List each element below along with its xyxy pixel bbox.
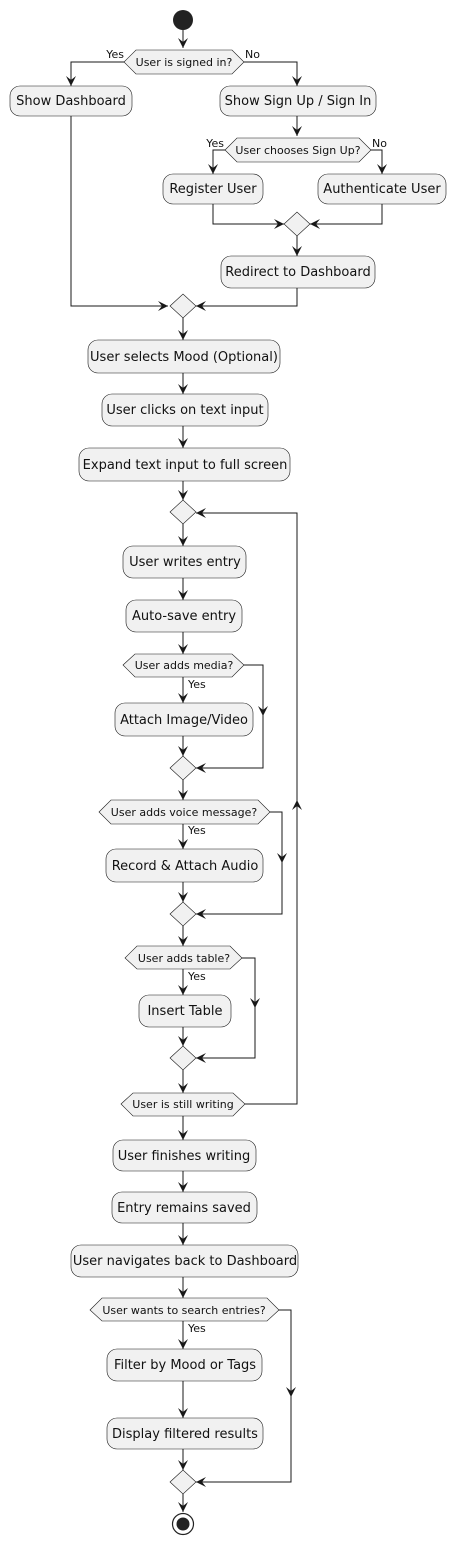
loop-start-diamond (169, 499, 197, 525)
svg-text:Redirect to Dashboard: Redirect to Dashboard (225, 265, 370, 280)
signed-in-yes-label: Yes (105, 48, 124, 61)
activity-filter: Filter by Mood or Tags (106, 1348, 263, 1382)
activity-select-mood: User selects Mood (Optional) (87, 339, 281, 374)
signup-no-label: No (372, 137, 387, 150)
activity-navigates-back: User navigates back to Dashboard (70, 1244, 299, 1278)
decision-signed-in: User is signed in? (123, 49, 245, 75)
decision-still-writing: User is still writing (120, 1092, 246, 1117)
activity-writes-entry: User writes entry (122, 545, 247, 579)
decision-adds-table: User adds table? (124, 945, 243, 970)
activity-register: Register User (162, 173, 264, 205)
decision-adds-table-label: User adds table? (138, 952, 230, 965)
voice-yes-label: Yes (187, 824, 206, 837)
decision-signed-in-label: User is signed in? (136, 56, 233, 69)
signup-yes-label: Yes (205, 137, 224, 150)
search-yes-label: Yes (187, 1322, 206, 1335)
svg-text:Attach Image/Video: Attach Image/Video (120, 713, 248, 728)
branch-labels: Yes No Yes No Yes Yes Yes Yes (105, 48, 387, 1335)
decision-chooses-signup-label: User chooses Sign Up? (235, 144, 360, 157)
svg-text:Auto-save entry: Auto-save entry (132, 609, 236, 624)
decision-chooses-signup: User chooses Sign Up? (224, 137, 372, 163)
activity-click-input: User clicks on text input (101, 393, 269, 427)
start-node (173, 10, 193, 30)
activity-redirect: Redirect to Dashboard (220, 255, 376, 289)
activity-remains-saved: Entry remains saved (111, 1191, 258, 1224)
signed-in-no-label: No (245, 48, 260, 61)
table-yes-label: Yes (187, 970, 206, 983)
merge-signup-diamond (283, 211, 311, 237)
svg-text:User selects Mood (Optional): User selects Mood (Optional) (90, 350, 278, 365)
svg-text:User finishes writing: User finishes writing (118, 1149, 251, 1164)
decision-adds-media: User adds media? (122, 653, 245, 678)
svg-text:Display filtered results: Display filtered results (112, 1427, 258, 1442)
media-yes-label: Yes (187, 678, 206, 691)
merge-signin-diamond (169, 293, 197, 319)
activity-expand-input: Expand text input to full screen (78, 447, 291, 482)
activity-display-results: Display filtered results (106, 1417, 264, 1450)
svg-text:Expand text input to full scre: Expand text input to full screen (83, 458, 288, 473)
edges (70, 30, 383, 1512)
activity-authenticate: Authenticate User (317, 173, 447, 205)
activity-insert-table: Insert Table (138, 994, 232, 1028)
decision-adds-voice: User adds voice message? (98, 799, 271, 825)
activity-autosave: Auto-save entry (125, 599, 243, 633)
merge-table-diamond (169, 1045, 197, 1071)
arrowheads (66, 38, 387, 1512)
svg-text:Filter by Mood or Tags: Filter by Mood or Tags (114, 1358, 256, 1373)
activity-attach-media: Attach Image/Video (114, 702, 254, 737)
svg-text:User writes entry: User writes entry (129, 555, 241, 570)
merge-voice-diamond (169, 901, 197, 927)
end-node (171, 1512, 195, 1536)
decision-adds-voice-label: User adds voice message? (111, 806, 258, 819)
svg-text:Show Dashboard: Show Dashboard (16, 94, 126, 109)
svg-text:User clicks on text input: User clicks on text input (106, 403, 263, 418)
decision-still-writing-label: User is still writing (132, 1098, 233, 1111)
merge-search-diamond (169, 1469, 197, 1495)
svg-text:Record & Attach Audio: Record & Attach Audio (112, 859, 259, 874)
merge-diamonds (169, 211, 311, 1495)
svg-text:Show Sign Up / Sign In: Show Sign Up / Sign In (225, 94, 372, 109)
svg-text:Entry remains saved: Entry remains saved (117, 1201, 251, 1216)
activity-show-dashboard: Show Dashboard (9, 85, 133, 117)
activity-record-audio: Record & Attach Audio (105, 848, 264, 883)
decision-wants-search: User wants to search entries? (89, 1297, 280, 1322)
decision-wants-search-label: User wants to search entries? (102, 1304, 266, 1317)
svg-text:Insert Table: Insert Table (147, 1004, 222, 1019)
decision-adds-media-label: User adds media? (135, 659, 234, 672)
svg-text:User navigates back to Dashboa: User navigates back to Dashboard (73, 1254, 297, 1269)
activity-show-signin: Show Sign Up / Sign In (219, 85, 377, 117)
svg-text:Authenticate User: Authenticate User (323, 182, 441, 197)
activity-finishes: User finishes writing (112, 1139, 257, 1172)
svg-text:Register User: Register User (169, 182, 257, 197)
merge-media-diamond (169, 755, 197, 781)
